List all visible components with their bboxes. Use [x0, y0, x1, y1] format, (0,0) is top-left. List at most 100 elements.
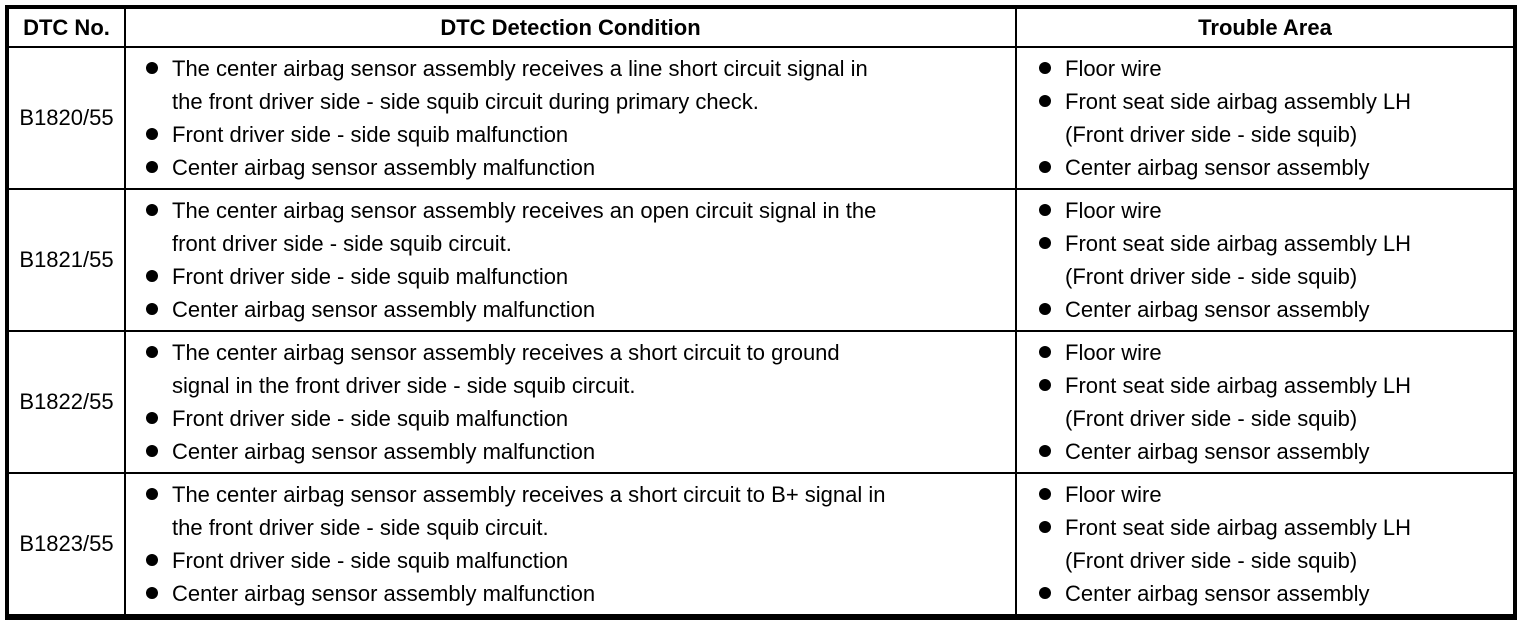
list-item: Front driver side - side squib malfuncti…	[146, 402, 999, 435]
list-item: Center airbag sensor assembly	[1039, 435, 1497, 468]
bullet-icon	[1039, 237, 1051, 249]
bullet-icon	[1039, 161, 1051, 173]
detection-condition-cell: The center airbag sensor assembly receiv…	[124, 472, 1017, 618]
table-row: B1822/55 The center airbag sensor assemb…	[6, 330, 1516, 474]
condition-text: Front driver side - side squib malfuncti…	[172, 122, 569, 147]
condition-text: The center airbag sensor assembly receiv…	[172, 56, 868, 114]
bullet-icon	[1039, 379, 1051, 391]
bullet-icon	[1039, 346, 1051, 358]
list-item: Center airbag sensor assembly malfunctio…	[146, 577, 999, 610]
trouble-area-list: Floor wire Front seat side airbag assemb…	[1039, 52, 1497, 184]
bullet-icon	[146, 412, 158, 424]
list-item: Center airbag sensor assembly malfunctio…	[146, 151, 999, 184]
bullet-icon	[1039, 303, 1051, 315]
bullet-icon	[146, 554, 158, 566]
list-item: Center airbag sensor assembly	[1039, 151, 1497, 184]
list-item: Front driver side - side squib malfuncti…	[146, 260, 999, 293]
condition-list: The center airbag sensor assembly receiv…	[146, 52, 999, 184]
bullet-icon	[146, 128, 158, 140]
trouble-area-text: Center airbag sensor assembly	[1065, 297, 1370, 322]
list-item: Front seat side airbag assembly LH (Fron…	[1039, 369, 1497, 435]
bullet-icon	[1039, 587, 1051, 599]
condition-text: Center airbag sensor assembly malfunctio…	[172, 439, 596, 464]
bullet-icon	[146, 445, 158, 457]
list-item: Front seat side airbag assembly LH (Fron…	[1039, 227, 1497, 293]
trouble-area-list: Floor wire Front seat side airbag assemb…	[1039, 478, 1497, 610]
condition-text: The center airbag sensor assembly receiv…	[172, 198, 877, 256]
bullet-icon	[1039, 521, 1051, 533]
condition-text: The center airbag sensor assembly receiv…	[172, 482, 886, 540]
bullet-icon	[1039, 445, 1051, 457]
condition-list: The center airbag sensor assembly receiv…	[146, 336, 999, 468]
trouble-area-text: Floor wire	[1065, 482, 1162, 507]
trouble-area-text: Center airbag sensor assembly	[1065, 155, 1370, 180]
list-item: Floor wire	[1039, 52, 1497, 85]
table-row: B1820/55 The center airbag sensor assemb…	[6, 46, 1516, 190]
trouble-area-cell: Floor wire Front seat side airbag assemb…	[1015, 46, 1516, 190]
list-item: Front seat side airbag assembly LH (Fron…	[1039, 85, 1497, 151]
bullet-icon	[146, 161, 158, 173]
condition-list: The center airbag sensor assembly receiv…	[146, 194, 999, 326]
dtc-code: B1820/55	[6, 46, 126, 190]
list-item: Floor wire	[1039, 194, 1497, 227]
dtc-code: B1821/55	[6, 188, 126, 332]
bullet-icon	[1039, 488, 1051, 500]
bullet-icon	[146, 204, 158, 216]
trouble-area-text: Floor wire	[1065, 340, 1162, 365]
dtc-code: B1823/55	[6, 472, 126, 618]
bullet-icon	[146, 346, 158, 358]
detection-condition-cell: The center airbag sensor assembly receiv…	[124, 188, 1017, 332]
trouble-area-text: Front seat side airbag assembly LH (Fron…	[1065, 231, 1412, 289]
dtc-code: B1822/55	[6, 330, 126, 474]
trouble-area-cell: Floor wire Front seat side airbag assemb…	[1015, 472, 1516, 618]
trouble-area-text: Front seat side airbag assembly LH (Fron…	[1065, 515, 1412, 573]
bullet-icon	[1039, 62, 1051, 74]
list-item: Center airbag sensor assembly malfunctio…	[146, 435, 999, 468]
condition-text: Center airbag sensor assembly malfunctio…	[172, 581, 596, 606]
bullet-icon	[1039, 95, 1051, 107]
col-header-dtc-no: DTC No.	[6, 6, 126, 48]
list-item: The center airbag sensor assembly receiv…	[146, 478, 999, 544]
list-item: The center airbag sensor assembly receiv…	[146, 52, 999, 118]
bullet-icon	[146, 62, 158, 74]
dtc-table: DTC No. DTC Detection Condition Trouble …	[5, 5, 1517, 620]
bullet-icon	[146, 488, 158, 500]
trouble-area-text: Center airbag sensor assembly	[1065, 581, 1370, 606]
list-item: Center airbag sensor assembly malfunctio…	[146, 293, 999, 326]
condition-text: Center airbag sensor assembly malfunctio…	[172, 155, 596, 180]
trouble-area-text: Front seat side airbag assembly LH (Fron…	[1065, 89, 1412, 147]
list-item: Front driver side - side squib malfuncti…	[146, 118, 999, 151]
list-item: Center airbag sensor assembly	[1039, 577, 1497, 610]
list-item: Front seat side airbag assembly LH (Fron…	[1039, 511, 1497, 577]
table-row: B1821/55 The center airbag sensor assemb…	[6, 188, 1516, 332]
trouble-area-list: Floor wire Front seat side airbag assemb…	[1039, 194, 1497, 326]
list-item: Floor wire	[1039, 336, 1497, 369]
table-row: B1823/55 The center airbag sensor assemb…	[6, 472, 1516, 618]
trouble-area-text: Floor wire	[1065, 198, 1162, 223]
trouble-area-text: Floor wire	[1065, 56, 1162, 81]
condition-text: Center airbag sensor assembly malfunctio…	[172, 297, 596, 322]
trouble-area-text: Front seat side airbag assembly LH (Fron…	[1065, 373, 1412, 431]
bullet-icon	[146, 303, 158, 315]
table-header-row: DTC No. DTC Detection Condition Trouble …	[6, 6, 1516, 48]
detection-condition-cell: The center airbag sensor assembly receiv…	[124, 46, 1017, 190]
trouble-area-cell: Floor wire Front seat side airbag assemb…	[1015, 330, 1516, 474]
list-item: The center airbag sensor assembly receiv…	[146, 194, 999, 260]
trouble-area-text: Center airbag sensor assembly	[1065, 439, 1370, 464]
col-header-trouble-area: Trouble Area	[1015, 6, 1516, 48]
trouble-area-list: Floor wire Front seat side airbag assemb…	[1039, 336, 1497, 468]
col-header-detection-condition: DTC Detection Condition	[124, 6, 1017, 48]
condition-text: Front driver side - side squib malfuncti…	[172, 406, 569, 431]
condition-text: Front driver side - side squib malfuncti…	[172, 548, 569, 573]
bullet-icon	[146, 587, 158, 599]
list-item: Floor wire	[1039, 478, 1497, 511]
bullet-icon	[1039, 204, 1051, 216]
bullet-icon	[146, 270, 158, 282]
list-item: Center airbag sensor assembly	[1039, 293, 1497, 326]
condition-list: The center airbag sensor assembly receiv…	[146, 478, 999, 610]
list-item: The center airbag sensor assembly receiv…	[146, 336, 999, 402]
detection-condition-cell: The center airbag sensor assembly receiv…	[124, 330, 1017, 474]
condition-text: Front driver side - side squib malfuncti…	[172, 264, 569, 289]
list-item: Front driver side - side squib malfuncti…	[146, 544, 999, 577]
